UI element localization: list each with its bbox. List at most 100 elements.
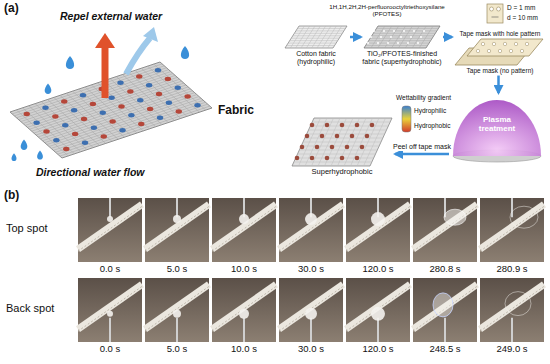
weave-line — [43, 91, 193, 141]
treated-spot — [370, 123, 375, 128]
fabric-sheet — [10, 62, 212, 158]
step-caption: Tape mask (no pattern) — [453, 67, 547, 74]
mask-hole — [525, 43, 528, 46]
weave-line — [34, 83, 184, 133]
weave-line — [344, 118, 366, 166]
step-image — [290, 116, 394, 168]
weave-line — [375, 30, 437, 31]
water-drop — [37, 150, 43, 159]
coating-dot — [420, 36, 422, 38]
time-stamp: 5.0 s — [145, 264, 209, 275]
weave-line — [378, 26, 392, 48]
step-caption: Cotton fabric (hydrophilic) — [283, 50, 349, 66]
treated-spot — [310, 123, 315, 128]
fabric-dot — [62, 123, 68, 127]
treated-spot — [300, 145, 305, 150]
droplet — [305, 213, 317, 225]
weave-line — [298, 154, 376, 155]
weave-line — [301, 146, 379, 147]
weave-line — [301, 26, 315, 48]
photo-frame — [279, 278, 343, 342]
coating-dot — [403, 30, 405, 32]
fabric-dot — [80, 93, 86, 97]
fabric-sheet — [467, 39, 543, 56]
weave-line — [328, 26, 342, 48]
droplet — [239, 214, 249, 224]
process-step: Plasma treatment — [450, 94, 544, 164]
fabric-dot — [165, 77, 171, 81]
weave-line — [290, 40, 338, 41]
coating-dot — [383, 30, 385, 32]
repel-arrow — [126, 38, 150, 74]
weave-line — [287, 45, 335, 46]
fabric-dot — [175, 86, 181, 90]
weave-line — [371, 26, 385, 48]
treated-spot — [345, 145, 350, 150]
mask-hole — [490, 7, 494, 11]
coating-dot — [380, 36, 382, 38]
fabric-dot — [166, 101, 172, 105]
photo-frame — [480, 278, 544, 342]
droplet — [107, 311, 113, 317]
weave-line — [351, 118, 373, 166]
annotation: d = 10 mm — [507, 14, 549, 21]
weave-line — [373, 33, 435, 34]
fabric-dot — [137, 98, 143, 102]
coating-dot — [407, 42, 409, 44]
dimension-line — [492, 17, 499, 18]
arrow-label: Peel off tape mask — [391, 143, 453, 151]
weave-line — [288, 43, 336, 44]
weave-line — [53, 100, 203, 150]
weave-line — [49, 97, 199, 147]
step-caption: Superhydrophobic — [290, 168, 394, 176]
time-stamp: 0.0 s — [78, 344, 142, 355]
step-caption: Tape mask with hole pattern — [453, 30, 547, 37]
fabric-dot — [42, 106, 48, 110]
weave-line — [405, 26, 419, 48]
step-image — [283, 24, 349, 50]
annotation: Directional water flow — [36, 166, 206, 178]
time-stamp: 30.0 s — [279, 344, 343, 355]
step-image — [362, 24, 442, 50]
fabric-dot — [53, 138, 59, 142]
needle — [511, 198, 513, 217]
fabric-dot — [43, 129, 49, 133]
needle — [511, 318, 513, 342]
mask-hole — [498, 50, 501, 53]
photo-frame — [346, 278, 410, 342]
photo-frame — [279, 198, 343, 262]
water-drop — [12, 153, 17, 161]
coating-dot — [377, 42, 379, 44]
mask-hole — [487, 50, 490, 53]
annotation: Top spot — [6, 222, 76, 235]
fabric-texture — [346, 206, 410, 251]
time-stamp: 0.0 s — [78, 264, 142, 275]
annotation: Hydrophobic — [414, 122, 454, 129]
fabric-dot — [109, 119, 115, 123]
gradient-cylinder — [402, 106, 411, 132]
weave-line — [135, 70, 187, 116]
fabric-dot — [156, 92, 162, 96]
photo-frame — [212, 198, 276, 262]
weave-line — [294, 33, 342, 34]
weave-line — [45, 93, 195, 143]
treated-spot — [305, 134, 310, 139]
coating-dot — [390, 36, 392, 38]
photo-frame — [78, 198, 142, 262]
water-drop — [66, 56, 74, 69]
fabric-sheet — [292, 118, 392, 166]
mask-inset — [487, 4, 503, 23]
fabric-dot — [24, 112, 30, 116]
photo-frame — [78, 278, 142, 342]
time-stamp: 249.0 s — [480, 344, 544, 355]
photo-frame — [413, 278, 477, 342]
annotation: Wettability gradient — [396, 94, 464, 101]
weave-line — [58, 104, 208, 154]
coating-dot — [400, 36, 402, 38]
flow-arrow — [102, 46, 109, 98]
fabric-dot — [147, 107, 153, 111]
mask-hole — [497, 7, 501, 11]
coating-dot — [393, 30, 395, 32]
photo-frame — [212, 278, 276, 342]
fabric-dot — [157, 116, 163, 120]
